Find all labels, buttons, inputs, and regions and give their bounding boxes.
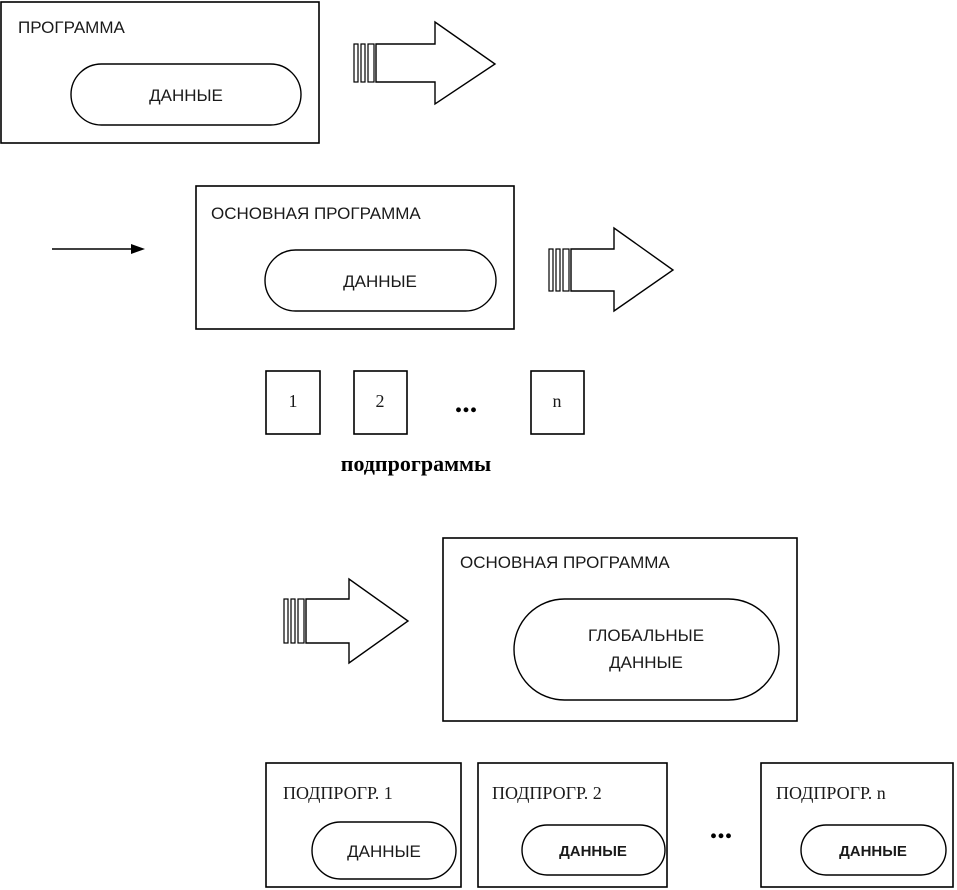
transition-arrow-1 <box>353 20 497 106</box>
data-label: ДАННЫЕ <box>559 843 627 860</box>
diagram-2: ОСНОВНАЯ ПРОГРАММА ДАННЫЕ 1 2 ... n подп… <box>52 185 675 476</box>
global-data-label-line2: ДАННЫЕ <box>609 653 683 672</box>
data-label: ДАННЫЕ <box>347 842 421 861</box>
diagram-3: ОСНОВНАЯ ПРОГРАММА ГЛОБАЛЬНЫЕ ДАННЫЕ ПОД… <box>265 537 954 888</box>
subprogram-box-1 <box>265 370 321 435</box>
data-pill <box>70 63 302 126</box>
subprogram-2: ПОДПРОГР. 2 ДАННЫЕ <box>477 762 668 888</box>
subprogram-label: ПОДПРОГР. 1 <box>283 783 393 803</box>
transition-arrow-3 <box>283 577 410 665</box>
subprogram-1: ПОДПРОГР. 1 ДАННЫЕ <box>265 762 462 888</box>
main-program-label: ОСНОВНАЯ ПРОГРАММА <box>211 204 421 223</box>
subprogram-label: ПОДПРОГР. 2 <box>492 783 602 803</box>
global-data-pill <box>513 598 780 701</box>
main-program-label: ОСНОВНАЯ ПРОГРАММА <box>460 553 670 572</box>
program-label: ПРОГРАММА <box>18 18 125 37</box>
incoming-arrow <box>52 244 145 254</box>
data-pill <box>264 249 497 312</box>
subprograms-caption: подпрограммы <box>341 451 491 476</box>
data-label: ДАННЫЕ <box>343 272 417 291</box>
data-pill <box>521 824 666 876</box>
subprogram-n: ПОДПРОГР. n ДАННЫЕ <box>760 762 954 888</box>
data-pill <box>800 824 947 876</box>
data-label: ДАННЫЕ <box>839 843 907 860</box>
diagram-1: ПРОГРАММА ДАННЫЕ <box>0 1 497 144</box>
data-label: ДАННЫЕ <box>149 86 223 105</box>
subprogram-box-label: n <box>553 391 562 411</box>
subprogram-box-label: 2 <box>376 391 385 411</box>
transition-arrow-2 <box>548 226 675 313</box>
subprogram-box-label: 1 <box>289 391 298 411</box>
data-pill <box>311 821 457 880</box>
global-data-label-line1: ГЛОБАЛЬНЫЕ <box>588 626 704 645</box>
subprogram-label: ПОДПРОГР. n <box>776 783 886 803</box>
ellipsis: ... <box>455 386 478 419</box>
ellipsis: ... <box>710 812 733 845</box>
subprogram-box-n <box>530 370 585 435</box>
subprogram-box-2 <box>353 370 408 435</box>
